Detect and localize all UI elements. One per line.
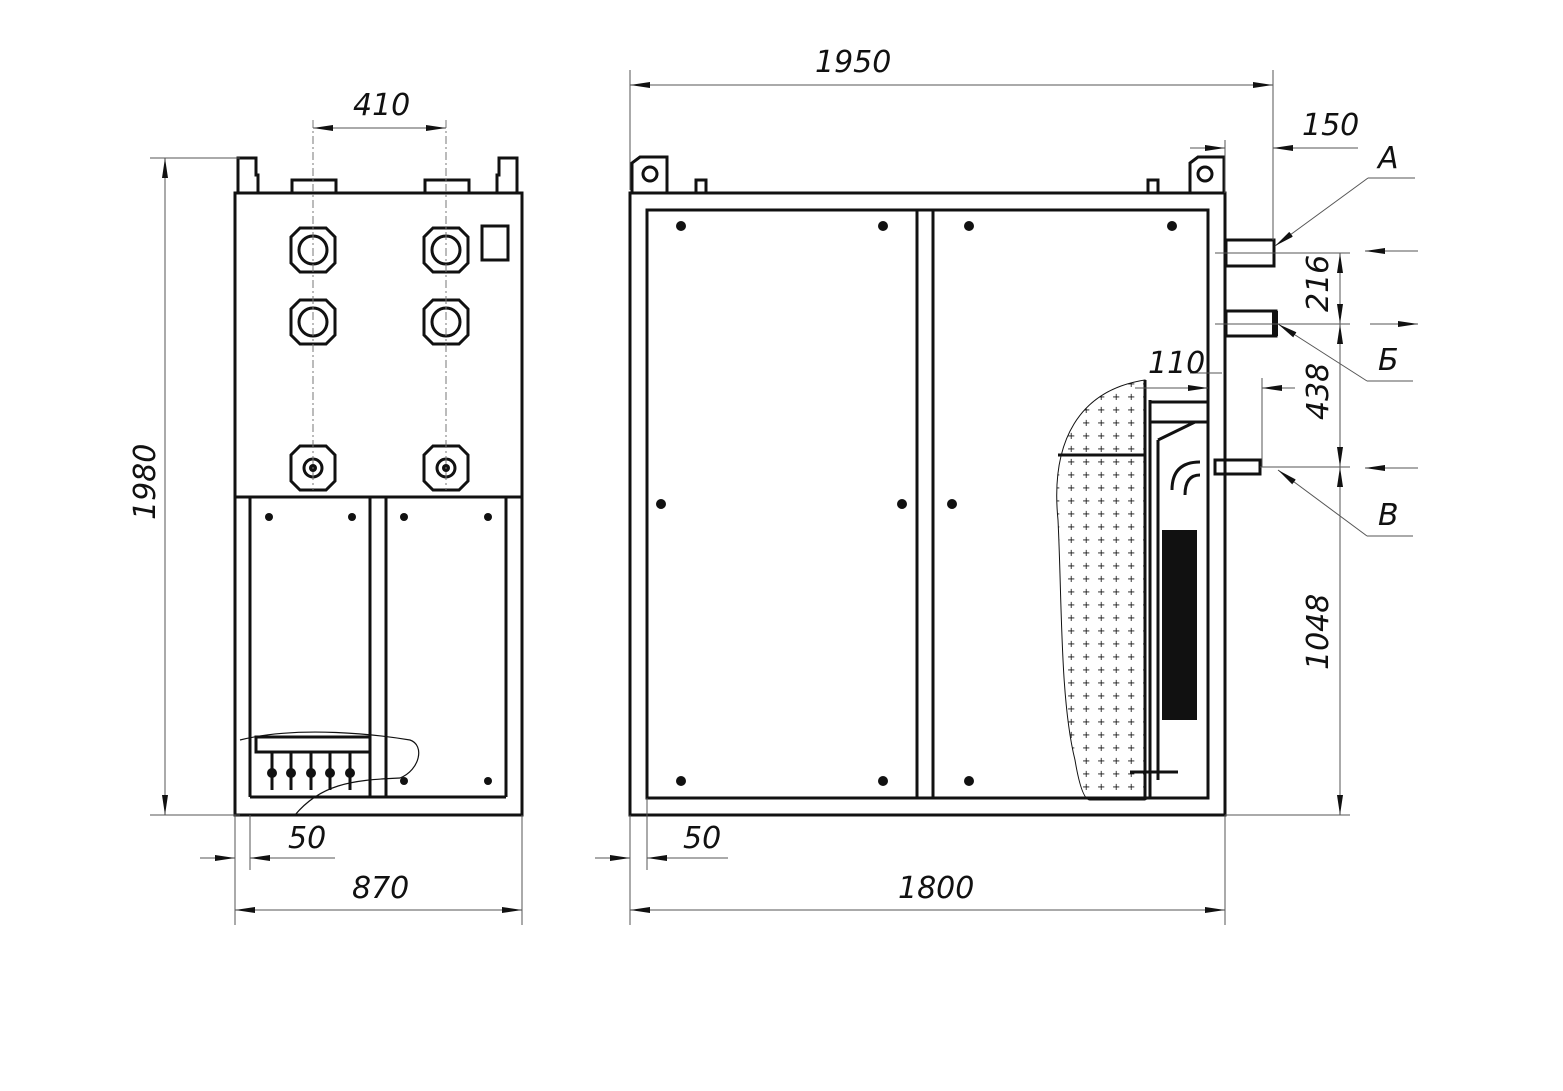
bolts [265, 513, 492, 785]
junction-box [480, 224, 510, 262]
lifting-lug-right [495, 156, 519, 193]
label-b: Б [1378, 343, 1399, 378]
dim-pipe-spacing-ab: 216 [1301, 255, 1336, 312]
dim-inner-offset: 110 [1148, 346, 1205, 381]
pipe-v [1213, 458, 1262, 476]
cutaway-outline [239, 731, 420, 816]
dim-height: 1980 [128, 444, 163, 520]
panel-bolts [656, 221, 1177, 786]
lifting-lug-right-side [1188, 155, 1226, 193]
dim-pipe-height-v: 1048 [1301, 594, 1336, 670]
dim-overall-length: 1950 [815, 45, 891, 80]
insulation-cutaway [1056, 379, 1146, 801]
front-outline [233, 191, 524, 817]
dim-pipe-projection: 150 [1302, 108, 1359, 143]
dim-offset-front: 50 [288, 821, 326, 856]
dim-frame-length: 1800 [898, 871, 974, 906]
front-view: 410 1980 870 50 [128, 88, 524, 925]
pipe-stub-right [423, 178, 471, 195]
heater-elbow [1170, 460, 1201, 496]
side-outline [628, 191, 1227, 817]
heating-element [1162, 530, 1197, 720]
inner-frame [645, 208, 1210, 800]
pipe-stub-left [290, 178, 338, 195]
label-a: А [1376, 141, 1399, 176]
dim-width: 870 [352, 871, 409, 906]
dim-pipe-spacing-bv: 438 [1301, 363, 1336, 420]
dim-pipe-spacing: 410 [353, 88, 410, 123]
label-v: В [1378, 498, 1399, 533]
lifting-lug-left [236, 156, 260, 193]
side-view: + 1950 150 А Б В [595, 45, 1418, 925]
dim-offset-side: 50 [683, 821, 721, 856]
flanges [289, 226, 470, 492]
lifting-lug-left-side [630, 155, 669, 193]
